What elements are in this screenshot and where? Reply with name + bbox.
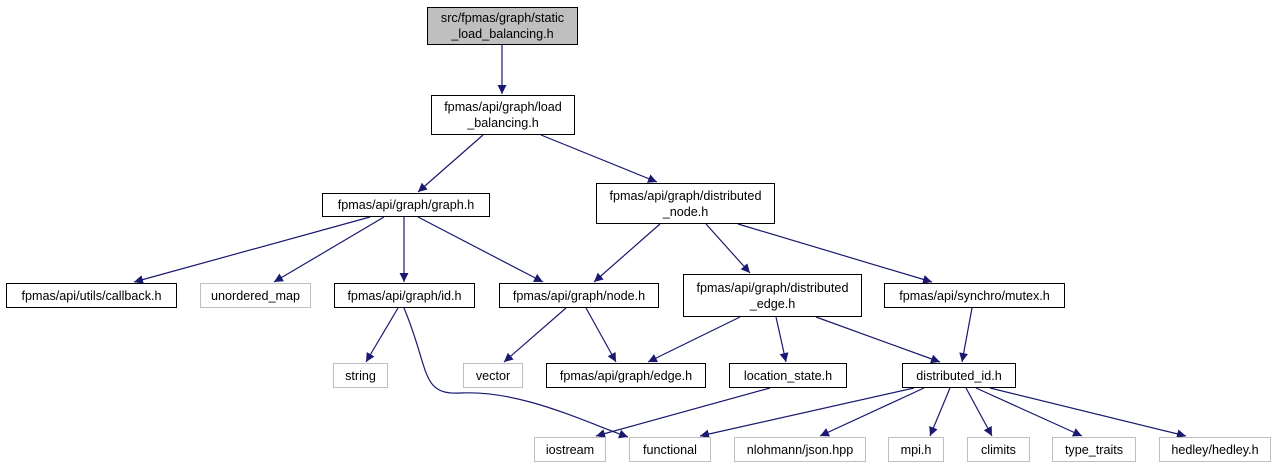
edge-distributed-node-to-distributed-edge bbox=[705, 223, 751, 274]
node-edge[interactable]: fpmas/api/graph/edge.h bbox=[546, 363, 706, 388]
edge-distributed-id-to-climits bbox=[965, 387, 993, 437]
edge-node-to-vector bbox=[503, 307, 567, 363]
node-unordered-map: unordered_map bbox=[200, 283, 311, 308]
edge-distributed-edge-to-location-state bbox=[775, 316, 789, 363]
node-location-state[interactable]: location_state.h bbox=[729, 363, 847, 388]
edge-graph-to-node bbox=[417, 216, 544, 283]
node-load-balancing[interactable]: fpmas/api/graph/load _balancing.h bbox=[431, 95, 575, 135]
edge-load-balancing-to-distributed-node bbox=[540, 134, 658, 183]
edge-graph-to-callback bbox=[133, 216, 371, 284]
edge-location-state-to-iostream bbox=[595, 387, 771, 438]
node-iostream: iostream bbox=[534, 437, 606, 462]
node-callback[interactable]: fpmas/api/utils/callback.h bbox=[6, 283, 177, 308]
node-climits: climits bbox=[967, 437, 1030, 462]
node-functional: functional bbox=[629, 437, 711, 462]
edge-distributed-edge-to-distributed-id bbox=[815, 316, 941, 364]
edge-distributed-node-to-node bbox=[593, 223, 661, 283]
edge-distributed-edge-to-edge bbox=[647, 316, 741, 363]
node-node[interactable]: fpmas/api/graph/node.h bbox=[499, 283, 659, 308]
edge-distributed-id-to-json bbox=[819, 387, 925, 437]
edge-distributed-id-to-mpi bbox=[929, 387, 951, 437]
node-static-load-balancing[interactable]: src/fpmas/graph/static _load_balancing.h bbox=[427, 7, 578, 45]
edge-load-balancing-to-graph bbox=[417, 134, 484, 193]
edge-node-to-edge bbox=[585, 307, 617, 363]
node-mpi: mpi.h bbox=[888, 437, 944, 462]
edge-id-to-string bbox=[365, 307, 399, 363]
node-graph[interactable]: fpmas/api/graph/graph.h bbox=[322, 193, 490, 217]
edge-distributed-id-to-functional bbox=[699, 387, 915, 439]
edge-id-to-functional bbox=[403, 307, 629, 439]
edge-mutex-to-distributed-id bbox=[959, 307, 973, 363]
node-id[interactable]: fpmas/api/graph/id.h bbox=[334, 283, 475, 308]
edge-graph-to-unordered-map bbox=[273, 216, 385, 283]
edge-distributed-id-to-type-traits bbox=[975, 387, 1083, 437]
node-distributed-id[interactable]: distributed_id.h bbox=[902, 363, 1016, 388]
node-distributed-edge[interactable]: fpmas/api/graph/distributed _edge.h bbox=[683, 274, 862, 317]
edge-distributed-id-to-hedley bbox=[989, 387, 1187, 439]
node-vector: vector bbox=[463, 363, 523, 388]
node-string: string bbox=[333, 363, 388, 388]
node-json: nlohmann/json.hpp bbox=[734, 437, 866, 462]
node-distributed-node[interactable]: fpmas/api/graph/distributed _node.h bbox=[596, 183, 775, 224]
node-hedley: hedley/hedley.h bbox=[1159, 437, 1271, 462]
edge-distributed-node-to-mutex bbox=[737, 223, 933, 284]
node-type-traits: type_traits bbox=[1052, 437, 1136, 462]
node-mutex[interactable]: fpmas/api/synchro/mutex.h bbox=[884, 283, 1065, 308]
